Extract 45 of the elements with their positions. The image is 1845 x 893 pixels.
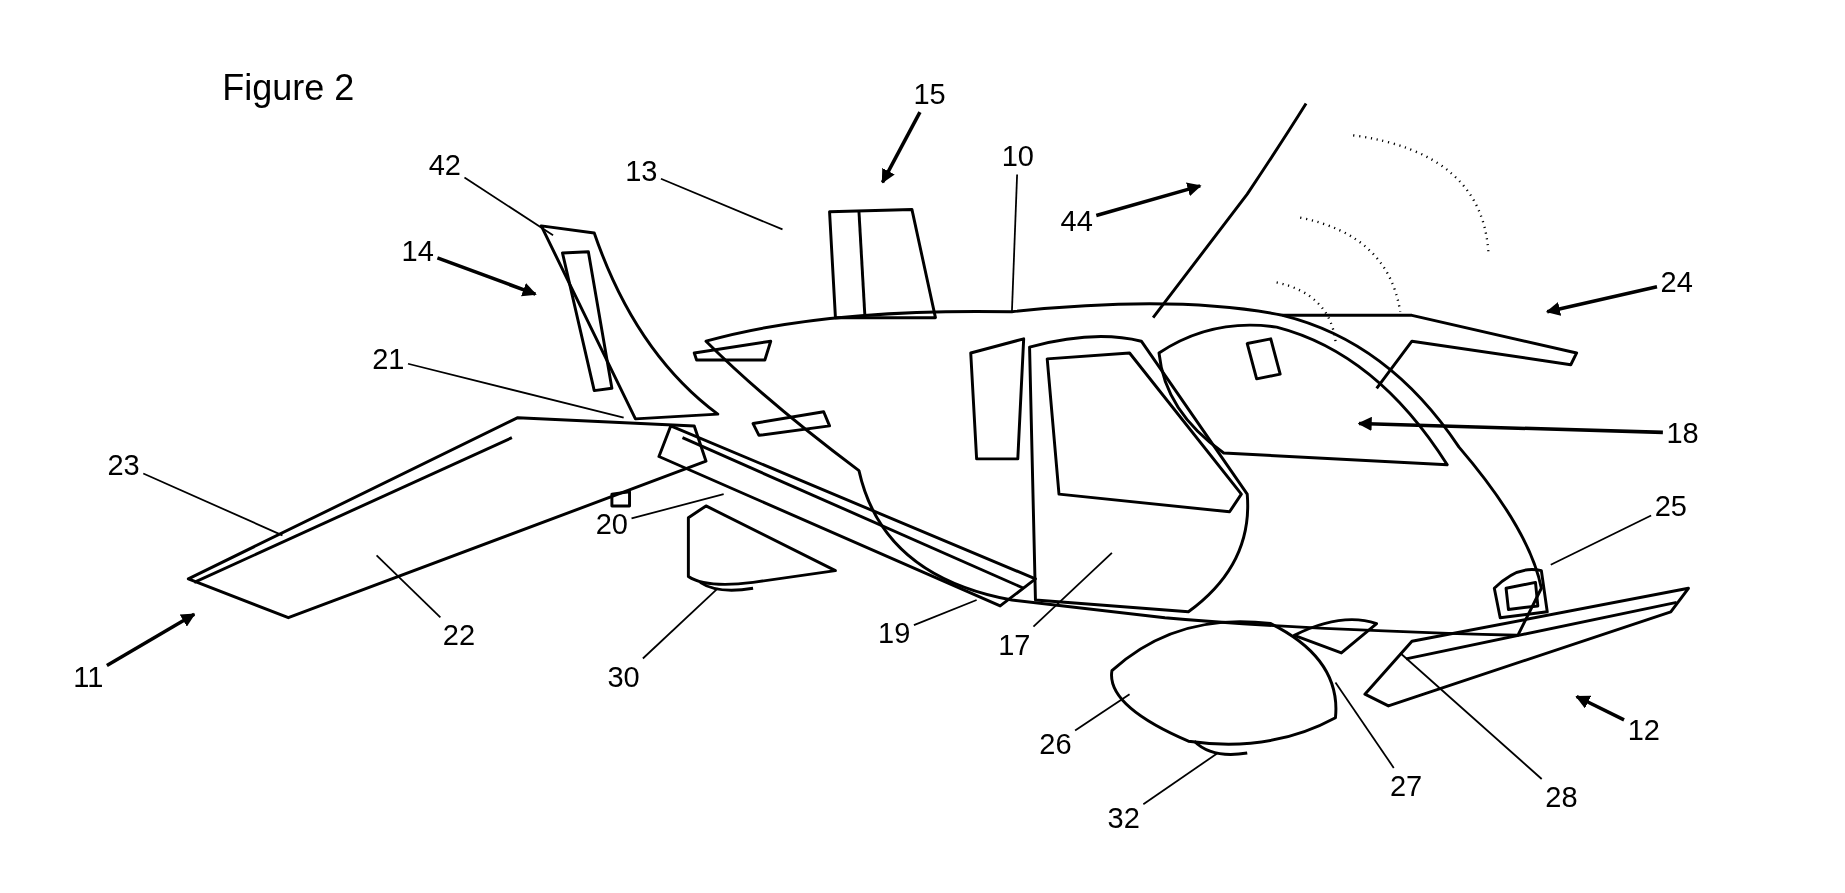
leader-line: [1549, 514, 1652, 566]
leader-line: [913, 599, 978, 626]
callout-number: 20: [595, 509, 628, 539]
callout-number: 30: [607, 662, 640, 692]
leader-line: [642, 587, 719, 660]
callout-number: 42: [428, 150, 461, 180]
callout-number: 10: [1001, 142, 1034, 171]
callout-number: 11: [73, 662, 104, 692]
leader-line: [660, 177, 784, 231]
arrow: [1575, 694, 1625, 722]
callout-number: 32: [1107, 803, 1140, 833]
arrow: [1357, 416, 1663, 435]
callout-number: 22: [442, 620, 475, 650]
callout-number: 23: [107, 450, 140, 480]
leader-line: [375, 554, 442, 619]
leader-line: [1334, 681, 1395, 769]
callout-number: 18: [1666, 418, 1699, 448]
figure-title: Figure 2: [222, 70, 355, 107]
arrow: [436, 256, 537, 297]
leader-line: [463, 176, 554, 237]
callout-number: 19: [878, 618, 911, 648]
callout-number: 27: [1389, 771, 1423, 801]
callout-number: 12: [1627, 715, 1660, 744]
leader-line: [142, 472, 284, 537]
arrow: [880, 111, 922, 184]
callout-number: 26: [1039, 729, 1072, 759]
leader-line: [1142, 752, 1219, 806]
leader-line: [630, 493, 725, 520]
leader-line: [1011, 173, 1018, 313]
callout-number: 13: [625, 156, 658, 186]
callout-number: 15: [913, 79, 946, 109]
callout-number: 25: [1654, 491, 1687, 521]
callout-number: 28: [1545, 782, 1578, 812]
arrow: [1545, 285, 1658, 316]
callout-number: 24: [1660, 267, 1693, 297]
leader-line: [1032, 552, 1113, 628]
callout-number: 44: [1060, 206, 1093, 236]
leader-line: [407, 362, 625, 419]
arrow: [1095, 182, 1202, 218]
callout-number: 17: [998, 630, 1031, 660]
leader-line: [1399, 652, 1543, 780]
callout-number: 21: [372, 344, 405, 374]
leader-line: [1074, 693, 1131, 732]
arrow: [106, 612, 196, 668]
callout-number: 14: [401, 236, 434, 266]
